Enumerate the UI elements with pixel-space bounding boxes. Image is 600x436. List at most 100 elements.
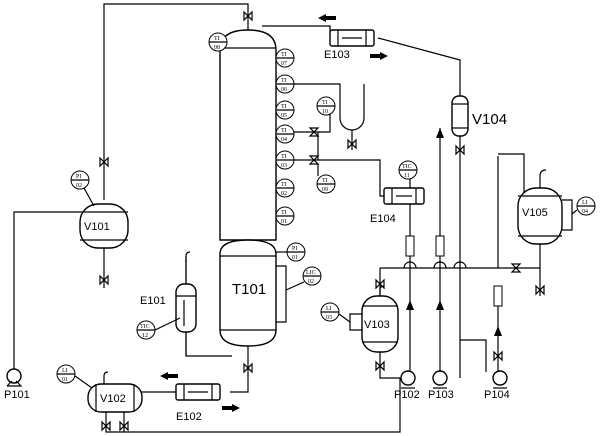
svg-text:TIC: TIC: [140, 324, 150, 330]
svg-text:PI: PI: [76, 174, 81, 180]
line-bottoms: [230, 340, 249, 393]
valve-v105-drain: [535, 284, 545, 296]
pump-p102: P102: [394, 370, 420, 401]
valve-v102-2: [119, 420, 129, 432]
instrument-li03: LI 03: [320, 302, 351, 323]
rotameter-2: [435, 235, 445, 257]
valve-side-1: [308, 127, 320, 137]
valve-v101-drain: [99, 274, 109, 286]
valves: [99, 10, 545, 432]
column-t101: T101: [219, 29, 287, 347]
valve-v101-top: [99, 156, 109, 168]
v101-shell: [79, 203, 129, 249]
svg-text:LI: LI: [326, 306, 332, 312]
instrument-li04: LI 04: [571, 196, 596, 216]
instrument-ti07: TI 07: [275, 48, 295, 68]
pump-p101: P101: [4, 368, 30, 401]
rotameter-3: [493, 285, 503, 307]
line-e103-v104: [377, 37, 461, 98]
svg-text:02: 02: [308, 279, 314, 285]
svg-text:03: 03: [326, 315, 332, 321]
instrument-ti04: TI 04: [275, 124, 295, 144]
line-v103-out: [379, 352, 400, 379]
instrument-lic02: LIC 02: [285, 266, 322, 291]
label-p101: P101: [4, 389, 30, 401]
arrow-e103-in: [318, 14, 326, 22]
instrument-ti08: TI 08: [208, 32, 228, 52]
label-t101: T101: [232, 281, 266, 298]
arrow-up-4: [494, 326, 502, 336]
valve-side-2: [308, 155, 320, 165]
pump-p104: P104: [484, 370, 510, 401]
label-p103: P103: [428, 389, 454, 401]
svg-text:TI: TI: [281, 154, 287, 160]
instrument-pi02: PI 02: [70, 170, 95, 207]
valve-v104: [455, 144, 465, 156]
line-v105-top: [498, 153, 525, 194]
flow-arrows: [160, 14, 502, 412]
svg-text:08: 08: [214, 45, 220, 51]
v102-shell: [87, 383, 143, 413]
svg-text:TI: TI: [281, 128, 287, 134]
svg-text:TI: TI: [281, 210, 287, 216]
line-v101-to-top: [103, 3, 249, 200]
svg-text:TI: TI: [281, 52, 287, 58]
label-p102: P102: [394, 389, 420, 401]
svg-text:TIC: TIC: [402, 164, 412, 170]
instrument-ti05: TI 05: [275, 100, 295, 120]
label-e103: E103: [324, 49, 350, 61]
svg-text:TI: TI: [281, 182, 287, 188]
arrow-e103-out: [380, 52, 388, 60]
svg-text:09: 09: [322, 187, 328, 193]
valve-v103-out: [375, 360, 385, 372]
column-top-section: [219, 29, 277, 241]
svg-text:06: 06: [281, 87, 287, 93]
line-side-draw-2: [262, 159, 384, 197]
label-v101: V101: [84, 221, 110, 233]
valve-p104: [493, 350, 503, 362]
svg-text:TI: TI: [281, 78, 287, 84]
instrument-tic11: TIC 11: [398, 160, 418, 180]
arrow-up-2: [436, 300, 444, 310]
vessel-v101: V101: [79, 203, 129, 249]
v104-shell: [451, 95, 469, 137]
line-v102-bottom: [105, 378, 401, 433]
svg-text:01: 01: [281, 219, 287, 225]
valve-top: [243, 10, 253, 22]
svg-text:PI: PI: [292, 246, 297, 252]
label-v103: V103: [364, 319, 390, 331]
instrument-ti10: TI 10: [316, 96, 336, 116]
valve-u-drain: [347, 138, 357, 150]
e101-shell: [175, 283, 197, 333]
valve-v102-1: [101, 420, 111, 432]
svg-text:04: 04: [281, 137, 287, 143]
valve-bottoms: [243, 362, 253, 374]
valve-v103-in: [375, 278, 385, 290]
svg-text:LIC: LIC: [306, 270, 316, 276]
label-v105: V105: [522, 207, 548, 219]
line-p104-suction: [460, 339, 487, 372]
svg-text:07: 07: [281, 61, 287, 67]
lic02-sight: [276, 265, 287, 323]
instrument-li01: LI 01: [56, 364, 93, 389]
exchanger-e101: E101: [140, 256, 197, 333]
line-crossovers: [403, 261, 467, 269]
svg-text:LI: LI: [62, 368, 68, 374]
instrument-ti03: TI 03: [275, 150, 295, 170]
rotameter-1: [405, 235, 415, 257]
exchanger-e104: E104: [370, 187, 425, 225]
svg-text:TI: TI: [214, 36, 220, 42]
svg-text:03: 03: [281, 163, 287, 169]
svg-text:TI: TI: [322, 100, 328, 106]
arrow-e102-out: [232, 404, 240, 412]
svg-text:01: 01: [62, 377, 68, 383]
line-u-seal: [262, 83, 365, 131]
instrument-ti02: TI 02: [275, 178, 295, 198]
instrument-pi01: PI 01: [276, 242, 306, 262]
vessel-v105: V105: [517, 187, 573, 245]
instrument-ti06: TI 06: [275, 74, 295, 94]
svg-text:02: 02: [281, 191, 287, 197]
svg-text:05: 05: [281, 113, 287, 119]
